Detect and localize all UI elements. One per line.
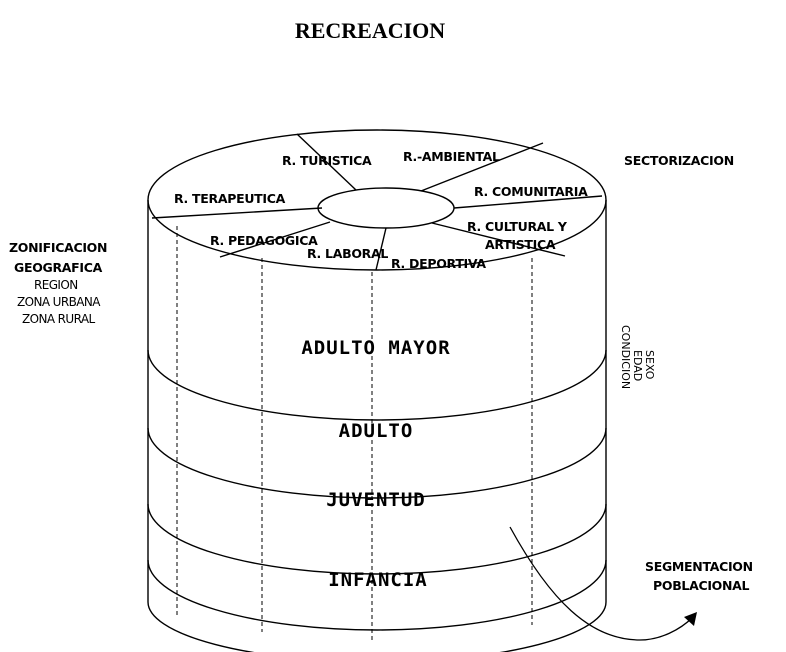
band-divider-4 (147, 559, 607, 631)
vertical-label-condicion: CONDICION (619, 325, 632, 389)
segment-label-cultural: R. CULTURAL Y (467, 219, 568, 234)
segmentacion-label-line2: POBLACIONAL (653, 578, 750, 593)
band-divider-1 (147, 349, 607, 421)
zonificacion-heading-line2: GEOGRAFICA (14, 260, 103, 275)
segment-label-ambiental: R.-AMBIENTAL (403, 149, 500, 164)
vertical-label-sexo: SEXO (643, 350, 656, 380)
band-label-adulto: ADULTO (339, 420, 414, 442)
spoke-line (219, 221, 331, 258)
spoke-line (151, 207, 323, 219)
cylinder-top-ellipse (147, 129, 607, 271)
band-label-juventud: JUVENTUD (326, 489, 426, 511)
segment-label-turistica: R. TURISTICA (282, 153, 372, 168)
segment-label-pedagogica: R. PEDAGOGICA (210, 233, 318, 248)
spoke-line (431, 222, 566, 257)
segment-label-laboral: R. LABORAL (307, 246, 388, 261)
cylinder-hub-ellipse (317, 187, 455, 229)
segmentation-arrow (509, 526, 694, 641)
spoke-line (375, 227, 387, 271)
band-label-adulto-mayor: ADULTO MAYOR (301, 337, 450, 359)
spoke-line (296, 133, 357, 191)
zonificacion-item-rural: ZONA RURAL (22, 312, 95, 326)
band-label-infancia: INFANCIA (328, 569, 428, 591)
zonificacion-item-urbana: ZONA URBANA (17, 295, 101, 309)
segment-label-comunitaria: R. COMUNITARIA (474, 184, 588, 199)
segment-label-artistica: ARTISTICA (485, 237, 556, 252)
segment-label-terapeutica: R. TERAPEUTICA (174, 191, 286, 206)
band-divider-2 (147, 427, 607, 499)
segmentacion-label-line1: SEGMENTACION (645, 559, 753, 574)
page-title: RECREACION (295, 18, 445, 43)
cylinder-bottom-arc (147, 601, 607, 652)
spoke-line (420, 142, 544, 192)
arrow-head-icon (684, 612, 697, 626)
vertical-label-edad: EDAD (631, 350, 644, 381)
segment-label-deportiva: R. DEPORTIVA (391, 256, 486, 271)
zonificacion-item-region: REGION (34, 278, 78, 292)
zonificacion-heading-line1: ZONIFICACION (9, 240, 107, 255)
spoke-line (453, 195, 603, 209)
band-divider-3 (147, 503, 607, 575)
sectorizacion-label: SECTORIZACION (624, 153, 734, 168)
